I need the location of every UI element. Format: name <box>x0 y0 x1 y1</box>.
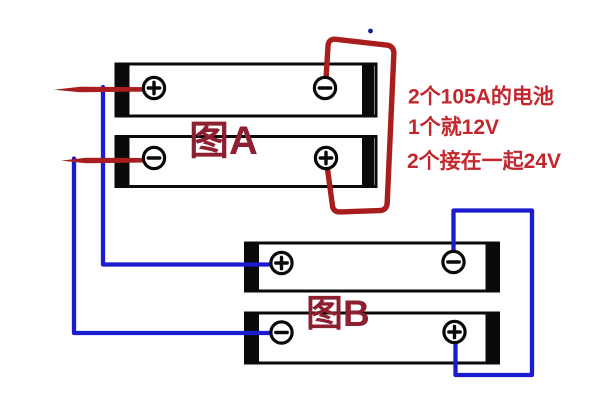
terminal-b-top-left-plus <box>269 250 294 276</box>
figure-a-label: 图A <box>189 119 258 163</box>
terminal-a-top-right-minus <box>312 75 338 101</box>
annotation-text: 2个105A的电池 1个就12V 2个接在一起24V <box>407 85 561 174</box>
terminal-b-top-right-minus <box>441 249 466 275</box>
battery-b-bottom-left-plate <box>247 314 259 362</box>
blue-wire-from-a-top-lead-to-b-top-plus <box>100 84 274 267</box>
battery-a-bottom-right-plate <box>362 138 374 185</box>
blue-wiring <box>71 28 535 378</box>
terminal-b-bottom-left-minus <box>269 320 294 345</box>
figure-b-label: 图B <box>306 293 370 334</box>
terminal-a-top-left-plus <box>141 75 167 101</box>
terminals <box>141 75 467 345</box>
plus-icon <box>318 150 334 166</box>
battery-b-top-left-plate <box>247 244 259 290</box>
annotation-line-1: 2个105A的电池 <box>408 85 554 109</box>
terminal-a-bottom-right-plus <box>313 145 339 171</box>
blue-ink-dot <box>368 28 373 34</box>
battery-a-top-right-plate <box>362 65 374 115</box>
blue-loop-b-right <box>451 208 535 378</box>
red-lead-a-bottom-minus <box>61 157 147 164</box>
plus-icon <box>447 324 462 340</box>
red-wiring <box>54 36 397 215</box>
plus-icon <box>274 255 289 271</box>
red-series-loop-a-right <box>323 36 397 215</box>
annotation-line-3: 2个接在一起24V <box>407 149 561 173</box>
battery-b-bottom-right-plate <box>485 314 498 362</box>
plus-icon <box>146 80 162 96</box>
blue-wire-from-a-bottom-lead-to-b-bottom-minus <box>71 156 274 336</box>
terminal-b-bottom-right-plus <box>442 319 467 345</box>
battery-b-top-right-plate <box>485 244 498 290</box>
red-lead-a-top-plus <box>54 86 147 93</box>
terminal-a-bottom-left-minus <box>141 145 167 171</box>
annotation-line-2: 1个就12V <box>408 115 499 139</box>
